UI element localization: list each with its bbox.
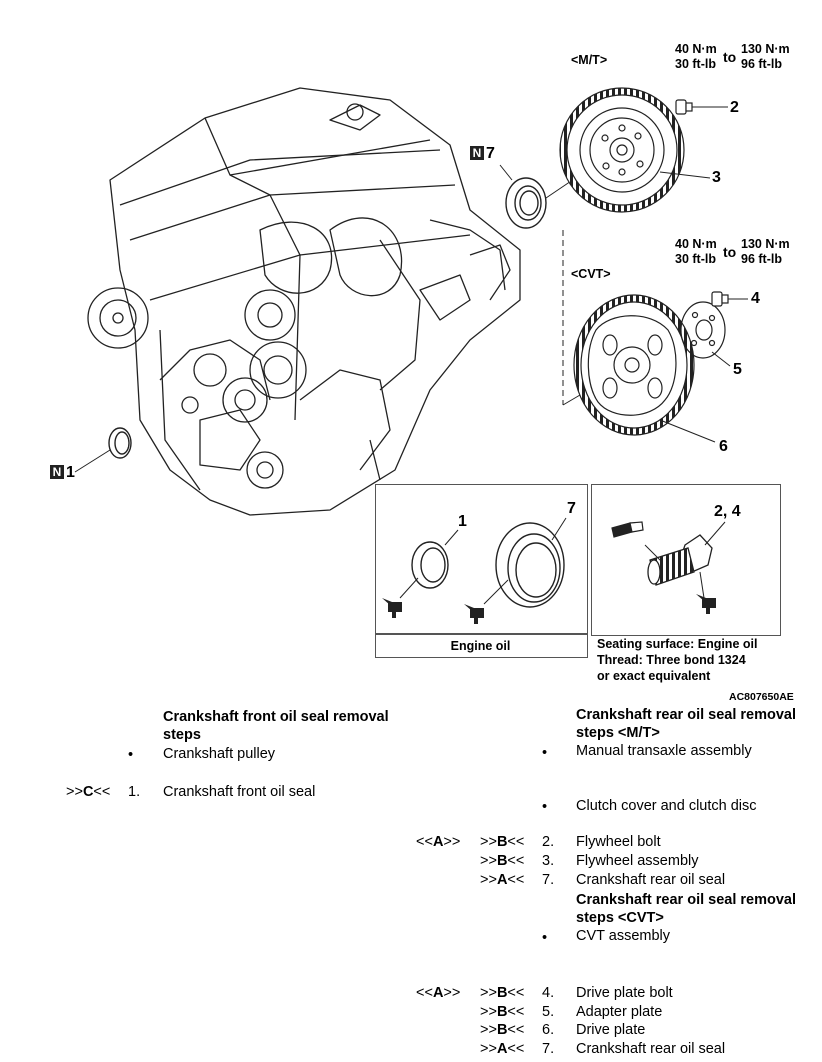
step-clutch-cover: Clutch cover and clutch disc bbox=[576, 798, 757, 814]
leader-7 bbox=[499, 164, 513, 181]
torque-nm-low: 40 N·m bbox=[675, 42, 717, 56]
torque-nm-high: 130 N·m bbox=[741, 42, 790, 56]
thread-caption: Thread: Three bond 1324 bbox=[597, 653, 746, 667]
step-text: Drive plate bbox=[576, 1022, 646, 1038]
torque-to: to bbox=[723, 244, 737, 260]
seating-surface-caption: Seating surface: Engine oil bbox=[597, 637, 758, 651]
front-steps-title-1: Crankshaft front oil seal removal bbox=[163, 709, 389, 725]
step-text: Crankshaft rear oil seal bbox=[576, 872, 726, 888]
engine-block bbox=[87, 87, 521, 516]
step-num: 1. bbox=[128, 784, 141, 800]
removal-ref: >>A<< bbox=[480, 872, 525, 888]
detail-callout-1: 1 bbox=[458, 513, 467, 530]
removal-ref: >>B<< bbox=[480, 1003, 525, 1020]
removal-ref: >>B<< bbox=[480, 853, 525, 869]
detail-callout-7: 7 bbox=[567, 500, 576, 517]
install-ref: <<A>> bbox=[416, 834, 461, 850]
rear-oil-seal bbox=[505, 177, 547, 229]
torque-nm-low: 40 N·m bbox=[675, 237, 717, 251]
removal-ref: >>B<< bbox=[480, 985, 525, 1001]
ref-c: >>C<< bbox=[66, 784, 111, 800]
removal-ref: >>B<< bbox=[480, 834, 525, 850]
n-mark-icon: N bbox=[470, 146, 484, 160]
step-text: Flywheel assembly bbox=[576, 853, 699, 869]
bolt-detail bbox=[647, 534, 713, 586]
torque-lb-high: 96 ft-lb bbox=[741, 57, 782, 71]
rear-mt-title-2: steps <M/T> bbox=[576, 725, 660, 741]
drive-plate-bolt bbox=[711, 291, 729, 307]
callout-5: 5 bbox=[733, 361, 742, 378]
step-crankshaft-pulley: Crankshaft pulley bbox=[163, 746, 276, 762]
step-num: 6. bbox=[542, 1022, 555, 1038]
removal-ref: >>B<< bbox=[480, 1022, 525, 1038]
callout-2: 2 bbox=[730, 99, 739, 116]
equivalent-caption: or exact equivalent bbox=[597, 669, 711, 683]
step-front-oil-seal: Crankshaft front oil seal bbox=[163, 784, 316, 800]
oil-can-icon bbox=[696, 594, 716, 614]
rear-mt-title-1: Crankshaft rear oil seal removal bbox=[576, 707, 797, 723]
oil-can-icon bbox=[464, 604, 484, 624]
step-num: 7. bbox=[542, 1040, 555, 1057]
n-mark-icon: N bbox=[50, 465, 64, 479]
flywheel-bolt bbox=[675, 99, 693, 115]
step-manual-transaxle: Manual transaxle assembly bbox=[576, 743, 752, 759]
callout-3: 3 bbox=[712, 169, 721, 186]
rear-cvt-title-1: Crankshaft rear oil seal removal bbox=[576, 892, 797, 908]
step-text: Adapter plate bbox=[576, 1003, 663, 1020]
step-num: 7. bbox=[542, 872, 555, 888]
callout-4: 4 bbox=[751, 290, 760, 307]
detail-seals bbox=[411, 522, 565, 608]
cvt-label: <CVT> bbox=[571, 267, 611, 281]
step-text: Flywheel bolt bbox=[576, 834, 661, 850]
rear-cvt-title-2: steps <CVT> bbox=[576, 910, 664, 926]
callout-6: 6 bbox=[719, 438, 728, 455]
bullet: • bbox=[542, 799, 548, 815]
detail-box-bolt bbox=[591, 484, 781, 636]
engine-diagram bbox=[74, 87, 748, 624]
bullet: • bbox=[542, 930, 548, 946]
torque-lb-low: 30 ft-lb bbox=[675, 57, 716, 71]
step-text: Drive plate bolt bbox=[576, 985, 673, 1001]
torque-to: to bbox=[723, 49, 737, 65]
step-num: 2. bbox=[542, 834, 555, 850]
figure-id: AC807650AE bbox=[729, 691, 794, 703]
torque-nm-high: 130 N·m bbox=[741, 237, 790, 251]
detail-box-engine-oil bbox=[375, 484, 588, 658]
bullet: • bbox=[128, 747, 134, 763]
step-num: 3. bbox=[542, 853, 555, 869]
flywheel bbox=[559, 87, 685, 213]
install-ref: <<A>> bbox=[416, 985, 461, 1001]
torque-lb-high: 96 ft-lb bbox=[741, 252, 782, 266]
detail-callout-2-4: 2, 4 bbox=[714, 503, 741, 520]
oil-can-icon bbox=[382, 598, 402, 618]
front-steps-title-2: steps bbox=[163, 727, 201, 743]
mt-label: <M/T> bbox=[571, 53, 608, 67]
removal-ref: >>A<< bbox=[480, 1040, 525, 1057]
sealant-tube-icon bbox=[611, 521, 644, 538]
step-cvt-assembly: CVT assembly bbox=[576, 928, 671, 944]
torque-lb-low: 30 ft-lb bbox=[675, 252, 716, 266]
step-num: 5. bbox=[542, 1003, 555, 1020]
adapter-plate bbox=[680, 301, 726, 359]
step-num: 4. bbox=[542, 985, 555, 1001]
engine-oil-caption: Engine oil bbox=[450, 639, 511, 653]
front-oil-seal bbox=[108, 427, 132, 459]
bullet: • bbox=[542, 745, 548, 761]
drive-plate bbox=[573, 294, 695, 436]
step-text: Crankshaft rear oil seal bbox=[576, 1040, 726, 1057]
leader-1 bbox=[74, 449, 111, 473]
